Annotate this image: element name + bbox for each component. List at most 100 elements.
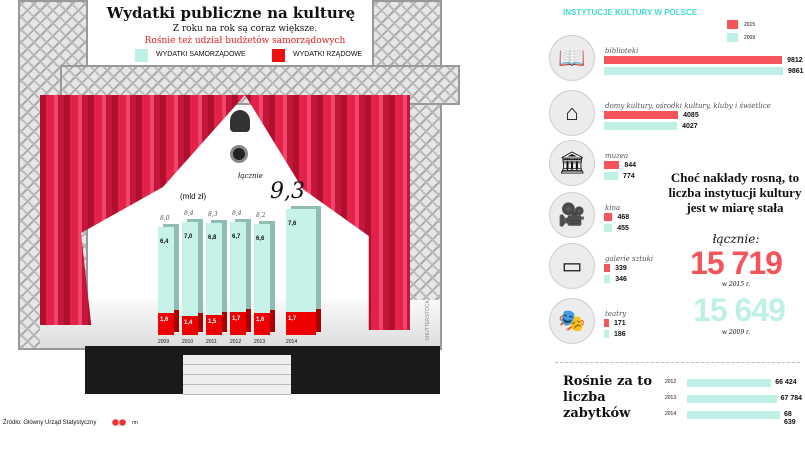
category-label: kina	[605, 204, 621, 212]
monument-year: 2014	[665, 411, 677, 417]
bar-segment-samorzadowe	[158, 227, 174, 314]
bar-label-samorzadowe: 6,6	[256, 236, 265, 243]
value-2009: 774	[623, 173, 635, 180]
bar-segment-rzadowe	[182, 316, 198, 335]
bar-total-label: 8,2	[256, 212, 266, 220]
watermark: SHUTTERSTOCK	[425, 300, 431, 341]
legend-label: 2009	[744, 34, 756, 41]
legend-label: WYDATKI SAMORZĄDOWE	[156, 51, 246, 59]
bar-segment-rzadowe	[254, 313, 270, 335]
value-2009: 346	[615, 276, 627, 283]
legend-item-rzadowe: WYDATKI RZĄDOWE	[272, 49, 362, 62]
bar-label-samorzadowe: 6,8	[208, 234, 217, 241]
monument-bar	[687, 411, 780, 419]
chart-subtitle: Z roku na rok są coraz większe.	[172, 24, 318, 34]
total-2015-note: w 2015 r.	[721, 281, 751, 288]
x-tick-label: 2011	[206, 339, 217, 345]
bar-segment-samorzadowe	[206, 222, 222, 315]
x-tick-label: 2009	[158, 339, 170, 345]
bar-label-samorzadowe: 7,6	[288, 221, 297, 228]
chart-title: Wydatki publiczne na kulturę	[106, 4, 356, 22]
spotlight-icon	[230, 145, 248, 163]
monument-bar	[687, 379, 772, 387]
category-label: muzea	[605, 152, 629, 160]
legend-2009: 2009	[727, 33, 755, 42]
bar-2015	[604, 111, 679, 119]
x-tick-label: 2013	[254, 339, 266, 345]
bar-segment-samorzadowe	[182, 221, 198, 317]
value-2015: 339	[615, 265, 627, 272]
bar-2009	[604, 224, 613, 232]
monument-year: 2013	[665, 395, 677, 401]
legend-swatch	[727, 33, 738, 42]
legend-swatch	[135, 49, 148, 62]
value-2015: 9812	[787, 57, 803, 64]
bar-label-rzadowe: 1,6	[256, 317, 265, 324]
bar-label-rzadowe: 1,6	[160, 317, 169, 324]
bar-2009	[604, 122, 678, 130]
source-text: Źródło: Główny Urząd Statystyczny	[3, 420, 97, 426]
bar-segment-rzadowe	[286, 312, 316, 335]
legend-label: 2015	[744, 21, 756, 28]
bar-2015	[604, 264, 611, 272]
museum-icon: 🏛	[549, 140, 595, 186]
bar-2009	[604, 330, 609, 338]
value-2015: 468	[617, 214, 630, 221]
bar-segment-rzadowe	[230, 312, 246, 335]
bar-label-rzadowe: 1,4	[184, 320, 193, 327]
bar-2009	[604, 67, 783, 75]
bar-2015	[604, 319, 609, 327]
bar-2015	[604, 56, 783, 64]
monument-year: 2012	[665, 379, 677, 385]
bar-2009	[604, 275, 611, 283]
bar-segment-samorzadowe	[230, 221, 246, 313]
total-label-right: łącznie:	[712, 232, 760, 246]
spotlight-icon	[230, 110, 250, 132]
bar-total-label: 8,0	[160, 215, 170, 222]
bar-label-rzadowe: 1,5	[208, 318, 217, 325]
bar-label-rzadowe: 1,7	[232, 316, 241, 323]
cc-icon	[112, 419, 126, 426]
value-2009: 4027	[682, 123, 698, 130]
film-camera-icon: 🎥	[549, 192, 595, 238]
divider	[555, 362, 800, 363]
total-value: 9,3	[270, 179, 305, 204]
x-tick-label: 2010	[182, 339, 194, 345]
bar-segment-samorzadowe	[286, 209, 316, 313]
bar-label-rzadowe: 1,7	[288, 316, 297, 323]
value-2015: 4085	[683, 112, 699, 119]
legend-label: WYDATKI RZĄDOWE	[293, 51, 363, 59]
total-label: łącznie	[238, 172, 263, 180]
category-label: biblioteki	[605, 47, 639, 55]
bar-2015	[604, 161, 620, 169]
value-2009: 9861	[788, 68, 804, 75]
monument-bar	[687, 395, 777, 403]
institutions-title: INSTYTUCJE KULTURY W POLSCE	[563, 8, 698, 17]
bar-segment-rzadowe	[158, 313, 174, 335]
chart-subtitle-red: Rośnie też udział budżetów samorządowych	[144, 36, 346, 46]
category-label: domy kultury, ośrodki kultury, kluby i ś…	[605, 102, 771, 110]
bar-segment-rzadowe	[206, 314, 222, 335]
category-label: galerie sztuki	[605, 255, 654, 263]
bar-segment-samorzadowe	[254, 224, 270, 314]
value-2015: 844	[624, 162, 636, 169]
x-tick-label: 2014	[286, 339, 298, 345]
bar-total-label: 8,3	[208, 210, 218, 218]
total-2009-note: w 2009 r.	[721, 329, 751, 336]
legend-swatch	[272, 49, 285, 62]
x-tick-label: 2012	[230, 339, 242, 345]
monument-value: 67 784	[780, 395, 803, 402]
picture-frame-icon: ▭	[549, 243, 595, 289]
stage-steps	[183, 355, 291, 395]
legend-2015: 2015	[727, 20, 755, 29]
unit-label: (mld zł)	[180, 192, 207, 201]
headline: Choć nakłady rosną, to liczba instytucji…	[668, 170, 802, 215]
monuments-title: Rośnie za to liczba zabytków	[563, 374, 652, 421]
total-2009: 15 649	[693, 292, 786, 328]
bar-label-samorzadowe: 6,7	[232, 233, 241, 240]
credit-text: rm	[132, 420, 138, 426]
bar-2015	[604, 213, 613, 221]
bar-total-label: 8,4	[232, 209, 242, 217]
bar-2009	[604, 172, 619, 180]
theater-masks-icon: 🎭	[549, 298, 595, 344]
